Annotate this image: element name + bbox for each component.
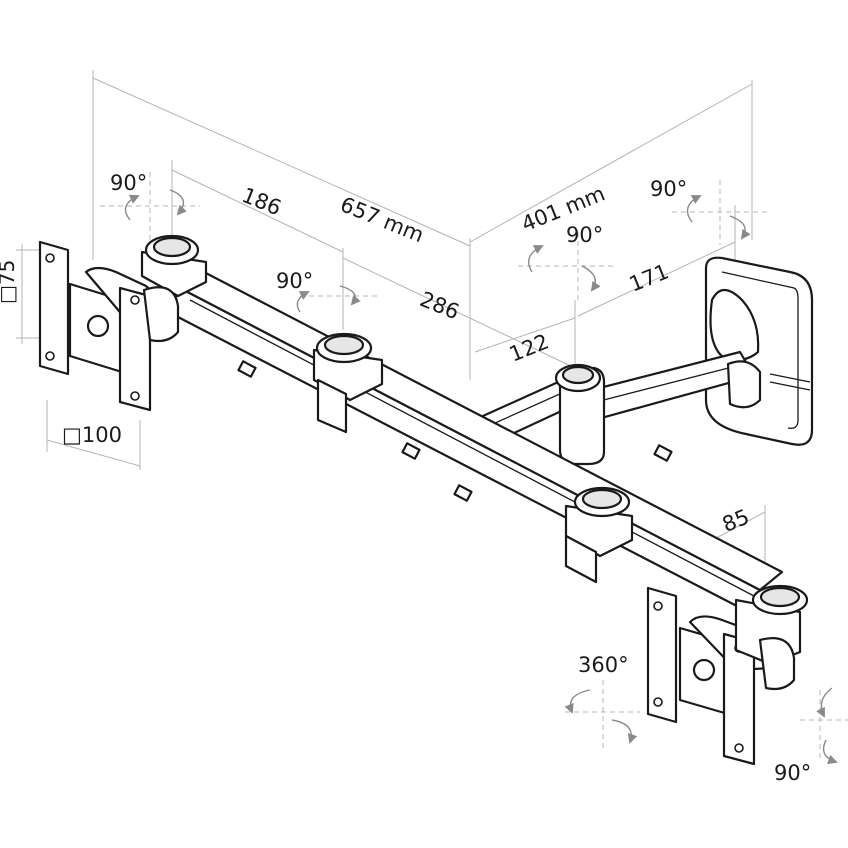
rot-top-left-label: 90° xyxy=(110,171,147,195)
dim-186-label: 186 xyxy=(238,183,284,220)
dim-657-label: 657 mm xyxy=(337,192,427,247)
left-monitor-mount xyxy=(38,240,180,412)
beam-joint-middle xyxy=(312,332,384,434)
rot-mid-label: 90° xyxy=(276,269,313,293)
right-monitor-mount xyxy=(646,584,809,766)
rot-mid-right-label: 90° xyxy=(566,223,603,247)
rot-top-right-label: 90° xyxy=(650,177,687,201)
dimension-lines xyxy=(16,70,848,760)
vesa-75-label: □75 xyxy=(0,260,19,304)
beam-joint-right xyxy=(564,486,634,584)
beam-joint-left xyxy=(140,234,208,298)
dim-171-label: 171 xyxy=(626,259,672,296)
vesa-100-label: □100 xyxy=(62,423,122,447)
rotation-arrows xyxy=(124,189,838,765)
wall-bracket xyxy=(704,256,814,446)
dim-122-label: 122 xyxy=(506,329,552,366)
dim-286-label: 286 xyxy=(416,287,462,324)
rot-bottom-right-label: 90° xyxy=(774,761,811,785)
dim-85-label: 85 xyxy=(719,505,753,537)
rot-360-label: 360° xyxy=(578,653,629,677)
